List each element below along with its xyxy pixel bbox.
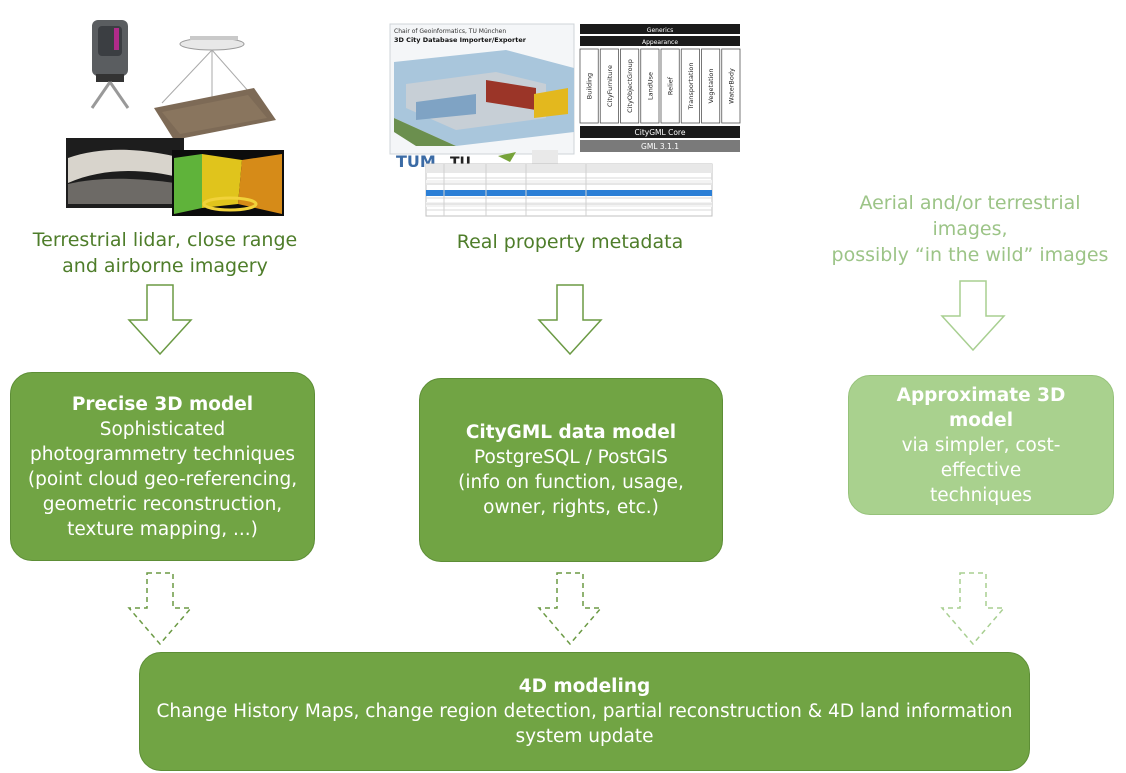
importer-header-1: Chair of Geoinformatics, TU München	[394, 28, 506, 35]
arrow-down-icon	[537, 284, 603, 356]
arrow-down-icon	[127, 284, 193, 356]
module-column	[620, 48, 640, 124]
precise-3d-model-title: Precise 3D model	[71, 393, 254, 415]
approximate-3d-model-box: Approximate 3D model via simpler, cost-e…	[848, 375, 1114, 515]
module-label: Relief	[667, 76, 675, 95]
citygml-module-schema: Generics Appearance Building CityFurnitur…	[579, 24, 741, 152]
module-column	[721, 48, 741, 124]
caption-lidar: Terrestrial lidar, close range and airbo…	[32, 229, 298, 277]
4d-modeling-title: 4D modeling	[518, 676, 651, 697]
module-label: Vegetation	[707, 68, 715, 103]
precise-3d-model-box: Precise 3D model Sophisticated photogram…	[10, 372, 315, 561]
4d-modeling-box: 4D modeling Change History Maps, change …	[139, 652, 1030, 771]
dashed-arrow-down-icon	[940, 572, 1006, 646]
arrow-down-icon	[940, 280, 1006, 352]
caption-metadata: Real property metadata	[456, 231, 684, 253]
metadata-table-image	[425, 163, 713, 217]
citygml-metadata-illustration: Chair of Geoinformatics, TU München 3D C…	[386, 22, 742, 218]
module-column	[680, 48, 700, 124]
lidar-imagery-collage	[62, 8, 288, 220]
module-column	[660, 48, 680, 124]
dashed-arrow-down-icon	[127, 572, 193, 646]
module-column	[640, 48, 660, 124]
module-column	[599, 48, 619, 124]
schema-generics: Generics	[647, 27, 673, 34]
module-label: WaterBody	[727, 68, 735, 104]
module-label: LandUse	[646, 72, 654, 100]
citygml-data-model-box: CityGML data model PostgreSQL / PostGIS …	[419, 378, 723, 562]
schema-core: CityGML Core	[635, 128, 686, 137]
module-label: Transportation	[687, 63, 695, 111]
caption-images: Aerial and/or terrestrial images, possib…	[831, 192, 1109, 266]
importer-header-2: 3D City Database Importer/Exporter	[394, 36, 527, 44]
laser-scanner-image	[84, 12, 134, 109]
schema-appearance: Appearance	[642, 39, 678, 46]
schema-gml: GML 3.1.1	[641, 142, 679, 151]
approximate-3d-model-title: Approximate 3D model	[896, 384, 1066, 431]
module-column	[701, 48, 721, 124]
point-cloud-street-image	[66, 138, 184, 208]
module-column	[579, 48, 599, 124]
dashed-arrow-down-icon	[537, 572, 603, 646]
colored-point-cloud-image	[172, 150, 284, 216]
citygml-data-model-title: CityGML data model	[465, 422, 677, 443]
module-label: CityFurniture	[606, 65, 614, 107]
airplane-image	[154, 36, 276, 140]
module-label: CityObjectGroup	[626, 59, 634, 113]
module-label: Building	[586, 73, 594, 99]
3d-city-model-image	[394, 50, 574, 146]
